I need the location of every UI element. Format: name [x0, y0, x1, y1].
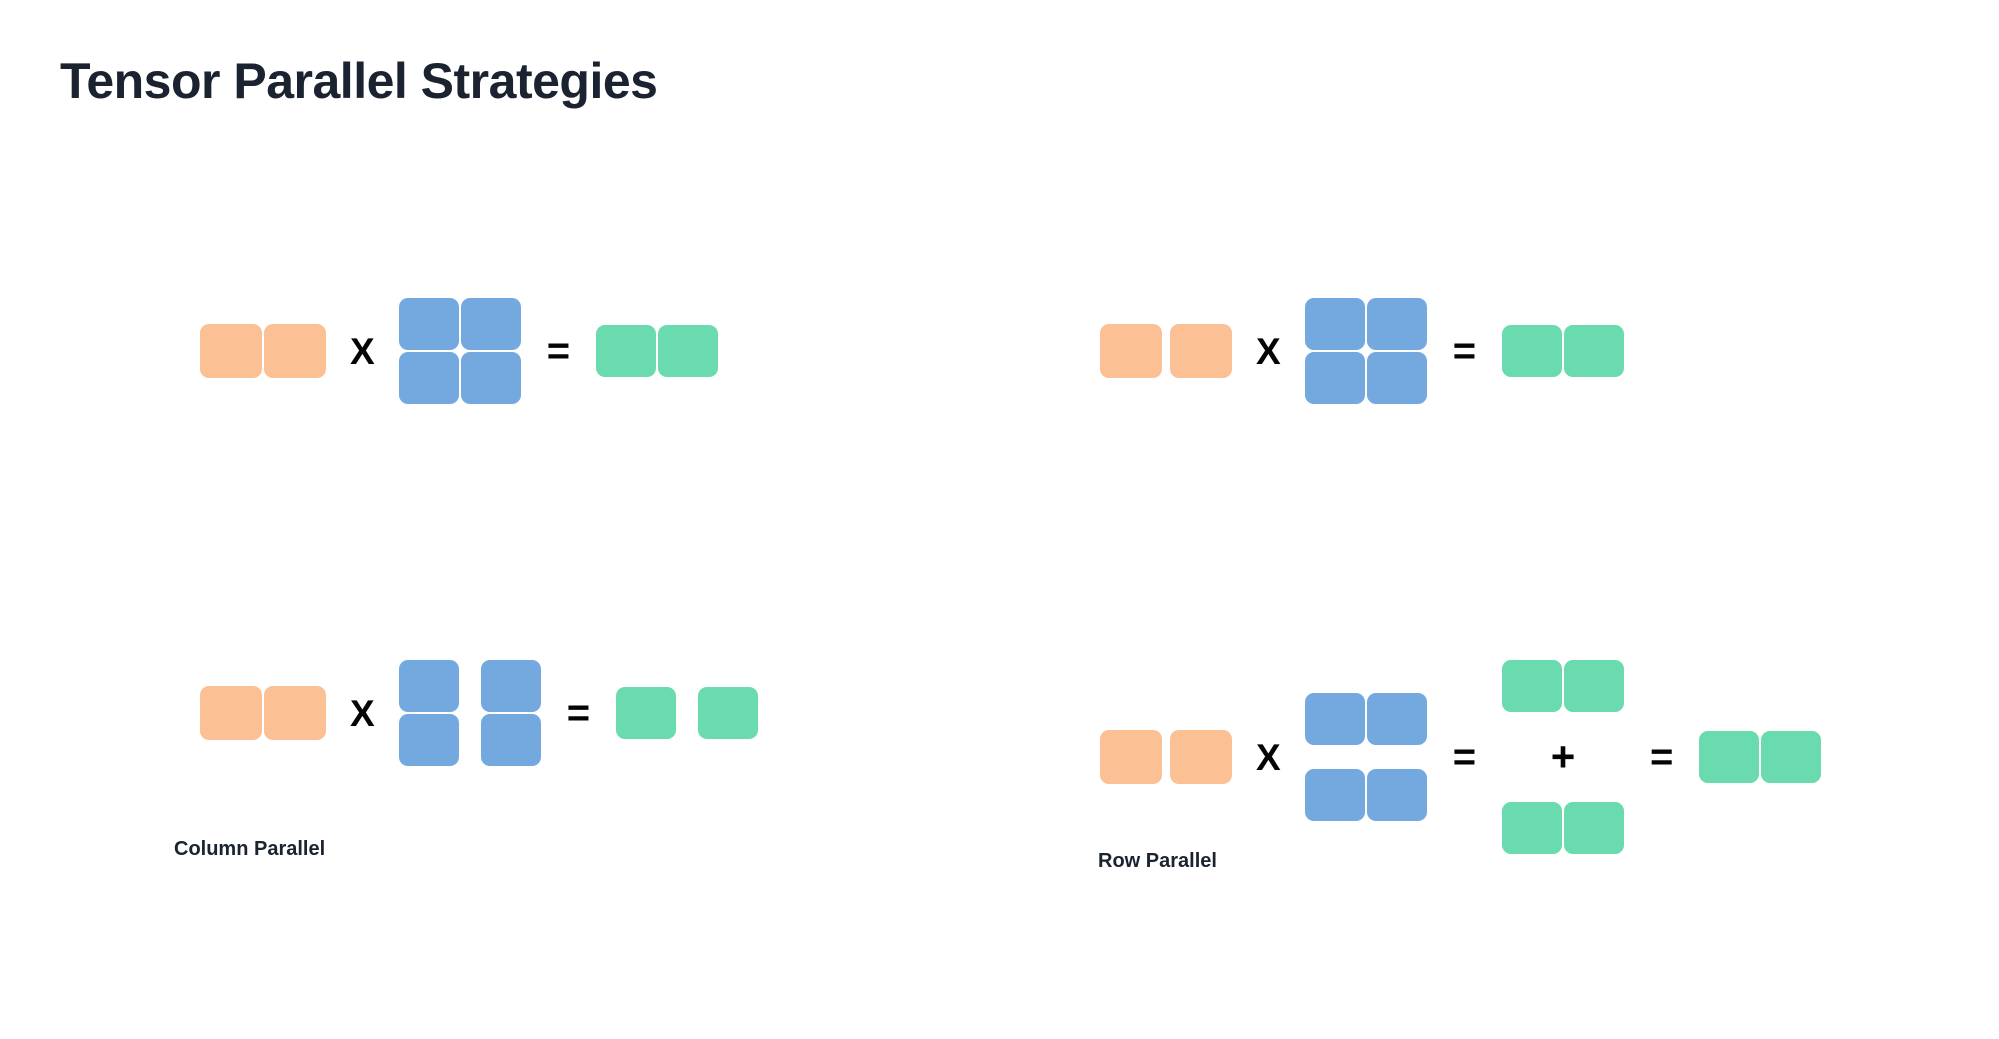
matrix-cell — [398, 298, 459, 350]
multiply-operator: X — [350, 330, 375, 372]
matrix-cell — [460, 298, 521, 350]
input-matrix-orange — [200, 686, 326, 740]
matrix-cell — [1564, 660, 1625, 712]
matrix-cell — [1304, 693, 1365, 745]
matrix-cell — [1366, 298, 1427, 350]
weight-shard — [398, 660, 459, 766]
equals-operator: = — [1452, 735, 1477, 779]
matrix-cell — [398, 352, 459, 404]
row-parallel-sharded-equation: X = + = — [1100, 660, 1822, 854]
strategy-label-row-parallel: Row Parallel — [1098, 850, 1217, 872]
input-matrix-orange — [200, 324, 326, 378]
weight-shard — [1304, 693, 1427, 745]
matrix-cell — [1366, 769, 1427, 821]
matrix-cell — [398, 660, 459, 712]
output-matrix-green-column-sharded — [616, 687, 759, 739]
partial-output-matrix-green — [1502, 802, 1625, 854]
matrix-cell — [480, 660, 541, 712]
output-shard — [616, 687, 677, 739]
weight-matrix-blue-column-sharded — [398, 660, 541, 766]
matrix-cell — [264, 324, 326, 378]
weight-matrix-blue-row-sharded — [1304, 693, 1427, 821]
partial-outputs-stack: + — [1502, 660, 1625, 854]
matrix-cell — [1564, 802, 1625, 854]
strategy-label-column-parallel: Column Parallel — [174, 838, 326, 860]
matrix-row — [398, 298, 521, 350]
matrix-cell — [1502, 325, 1563, 377]
equals-operator: = — [566, 691, 591, 735]
matrix-cell — [1170, 324, 1232, 378]
matrix-cell — [460, 352, 521, 404]
input-shard — [1100, 730, 1162, 784]
matrix-cell — [398, 714, 459, 766]
input-matrix-orange — [1100, 324, 1232, 378]
weight-shard — [1304, 769, 1427, 821]
partial-output-matrix-green — [1502, 660, 1625, 712]
final-output-matrix-green — [1699, 731, 1822, 783]
output-shard — [698, 687, 759, 739]
multiply-operator: X — [1256, 330, 1281, 372]
weight-shard — [480, 660, 541, 766]
weight-matrix-blue — [398, 298, 521, 404]
matrix-cell — [658, 325, 719, 377]
matrix-cell — [1564, 325, 1625, 377]
equals-operator: = — [546, 329, 571, 373]
matrix-cell — [200, 686, 262, 740]
matrix-row — [1304, 298, 1427, 350]
matrix-cell — [1304, 352, 1365, 404]
plus-operator: + — [1550, 733, 1576, 780]
matrix-cell — [1366, 693, 1427, 745]
matrix-cell — [1304, 769, 1365, 821]
matrix-cell — [1761, 731, 1822, 783]
equals-operator: = — [1452, 329, 1477, 373]
matrix-cell — [1304, 298, 1365, 350]
matrix-row — [1304, 352, 1427, 404]
equals-operator: = — [1650, 735, 1674, 779]
matrix-cell — [1100, 324, 1162, 378]
multiply-operator: X — [1256, 736, 1281, 778]
matrix-cell — [264, 686, 326, 740]
row-parallel-unsharded-equation: X = — [1100, 298, 1625, 404]
input-shard — [1170, 730, 1232, 784]
matrix-cell — [596, 325, 657, 377]
output-matrix-green — [1502, 325, 1625, 377]
matrix-cell — [200, 324, 262, 378]
matrix-cell — [1366, 352, 1427, 404]
multiply-operator: X — [350, 692, 375, 734]
matrix-row — [398, 352, 521, 404]
page-title: Tensor Parallel Strategies — [60, 53, 658, 109]
matrix-cell — [1502, 660, 1563, 712]
column-parallel-unsharded-equation: X = — [200, 298, 719, 404]
weight-matrix-blue — [1304, 298, 1427, 404]
input-matrix-orange-column-sharded — [1100, 730, 1232, 784]
column-parallel-sharded-equation: X = — [200, 660, 759, 766]
matrix-cell — [480, 714, 541, 766]
matrix-cell — [1502, 802, 1563, 854]
matrix-cell — [1699, 731, 1760, 783]
output-matrix-green — [596, 325, 719, 377]
